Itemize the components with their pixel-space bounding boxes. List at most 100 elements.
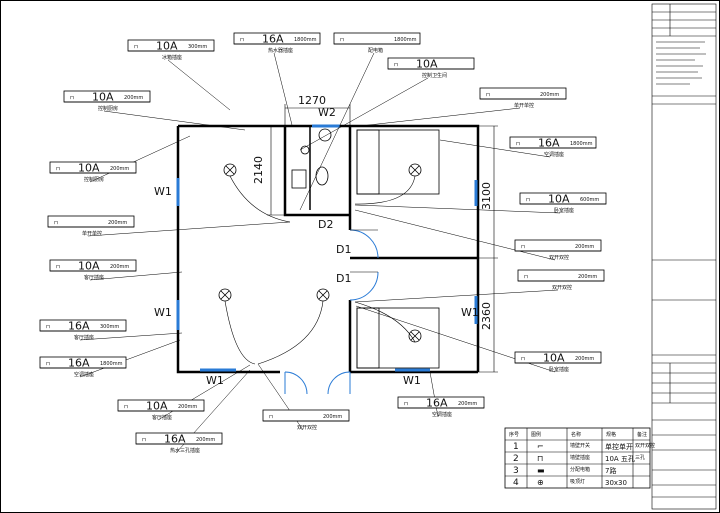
callout-height: 200mm — [110, 166, 129, 172]
callout-height: 1800mm — [570, 141, 593, 147]
callout-amp: 10A — [548, 193, 570, 206]
legend-name: 吸顶灯 — [570, 478, 585, 485]
callout-amp: 16A — [68, 357, 90, 370]
legend-name: 分配电箱 — [570, 466, 590, 473]
socket-icon: ⊓ — [124, 404, 128, 410]
callout-label: ⊓ 16A 1800mm 空调插座 — [39, 339, 181, 378]
window-label: W1 — [154, 306, 172, 319]
legend-symbol-icon: ⌐ — [537, 442, 544, 451]
socket-icon: ⊓ — [134, 44, 138, 50]
ceiling-light-icon — [316, 288, 330, 302]
legend-name: 墙壁插座 — [570, 454, 590, 461]
socket-icon: ⊓ — [56, 264, 60, 270]
legend-no: 2 — [513, 454, 519, 464]
doors-graphic — [284, 229, 379, 395]
socket-icon: ⊓ — [142, 437, 146, 443]
callout-height: 200mm — [124, 95, 143, 101]
callout-amp: 10A — [416, 58, 438, 71]
socket-icon: ⊓ — [340, 37, 344, 43]
callout-label: ⊓ 200mm 单开单控 — [47, 215, 291, 237]
callout-name: 双开双控 — [297, 424, 317, 431]
legend-symbol-icon: ⊓ — [537, 454, 543, 463]
socket-icon: ⊓ — [240, 37, 244, 43]
callout-height: 200mm — [178, 404, 197, 410]
callout-height: 1800mm — [100, 361, 123, 367]
walls — [176, 124, 480, 374]
legend-no: 1 — [513, 442, 519, 452]
callout-height: 200mm — [575, 356, 594, 362]
callout-amp: 10A — [543, 352, 565, 365]
door-label: D2 — [318, 218, 333, 231]
callout-name: 客厅插座 — [74, 334, 94, 341]
window-label: W1 — [154, 185, 172, 198]
callout-name: 单开单控 — [82, 230, 102, 237]
dim-left: 2140 — [252, 156, 265, 184]
callout-amp: 10A — [92, 91, 114, 104]
callout-name: 卧室插座 — [549, 366, 569, 373]
callout-amp: 16A — [262, 33, 284, 46]
ceiling-light-icon — [300, 145, 310, 155]
legend-no: 4 — [513, 478, 519, 488]
callout-name: 控制厨房 — [98, 105, 118, 112]
callout-label: ⊓ 10A 200mm 客厅插座 — [117, 364, 251, 421]
callout-name: 热水器插座 — [268, 47, 293, 54]
ceiling-light-icon — [218, 288, 232, 302]
callout-name: 双开双控 — [552, 284, 572, 291]
socket-icon: ⊓ — [56, 166, 60, 172]
dim-w2: W2 — [318, 106, 336, 119]
legend-header: 备注 — [637, 431, 647, 438]
callout-name: 客厅插座 — [152, 414, 172, 421]
socket-icon: ⊓ — [521, 244, 525, 250]
callout-height: 200mm — [110, 264, 129, 270]
windows-graphic — [176, 124, 478, 372]
callout-name: 空调插座 — [74, 371, 94, 378]
legend-name: 墙壁开关 — [570, 442, 590, 449]
socket-icon: ⊓ — [269, 414, 273, 420]
window-label: W1 — [461, 306, 479, 319]
callout-name: 热水三孔插座 — [170, 447, 200, 454]
callout-height: 200mm — [108, 220, 127, 226]
callout-name: 单开单控 — [514, 102, 534, 109]
title-block-notes — [656, 41, 706, 85]
socket-icon: ⊓ — [54, 220, 58, 226]
door-label: D1 — [336, 272, 351, 285]
socket-icon: ⊓ — [46, 361, 50, 367]
socket-icon: ⊓ — [516, 141, 520, 147]
callout-label: ⊓ 16A 200mm 热水三孔插座 — [135, 369, 251, 454]
dim-right-bottom: 2360 — [480, 302, 493, 330]
socket-icon: ⊓ — [521, 356, 525, 362]
callout-height: 300mm — [100, 324, 119, 330]
callout-name: 空调插座 — [544, 151, 564, 158]
legend-spec: 10A 五孔 — [605, 455, 635, 463]
socket-icon: ⊓ — [526, 197, 530, 203]
dimension-lines — [267, 104, 498, 373]
bed-furniture — [356, 129, 440, 369]
callout-height: 200mm — [196, 437, 215, 443]
callout-height: 1800mm — [394, 37, 417, 43]
callout-amp: 10A — [146, 400, 168, 413]
legend-symbol-icon: ⊕ — [537, 478, 544, 487]
callout-height: 300mm — [188, 44, 207, 50]
legend-spec: 30x30 — [605, 479, 627, 487]
callout-height: 200mm — [458, 401, 477, 407]
socket-icon: ⊓ — [394, 62, 398, 68]
callout-height: 200mm — [323, 414, 342, 420]
callout-height: 1800mm — [294, 37, 317, 43]
callout-amp: 16A — [164, 433, 186, 446]
title-block — [651, 3, 717, 510]
legend-note: 双开双控 — [635, 442, 655, 449]
legend-note: 三孔 — [635, 454, 645, 461]
callout-label: ⊓ 200mm 双开双控 — [257, 363, 350, 431]
